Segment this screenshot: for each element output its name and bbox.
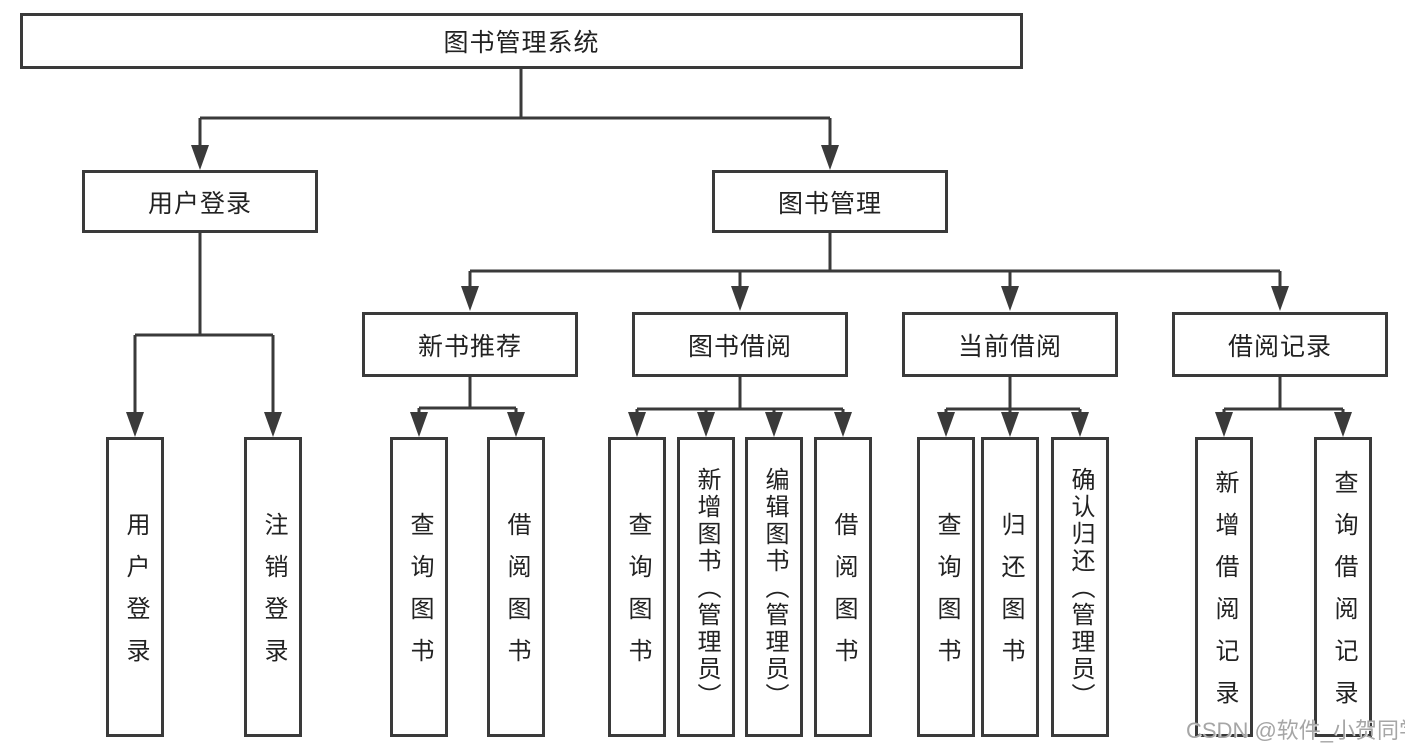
node-current-borrowing: 当前借阅 (902, 312, 1118, 377)
arrowhead-icon (1271, 286, 1289, 311)
node-label: 图书借阅 (687, 332, 792, 361)
leaf-user-login: 用户登录 (106, 437, 164, 737)
leaf-query-borrow-record: 查询借阅记录 (1314, 437, 1372, 737)
node-label: 确认归还（管理员） (1067, 467, 1094, 710)
arrowhead-icon (765, 412, 783, 437)
arrowhead-icon (697, 412, 715, 437)
node-label: 图书管理 (777, 189, 882, 218)
leaf-return-book: 归还图书 (981, 437, 1039, 737)
leaf-query-books-current: 查询图书 (917, 437, 975, 737)
node-label: 查询图书 (624, 512, 651, 680)
node-user-login: 用户登录 (82, 170, 318, 233)
arrowhead-icon (834, 412, 852, 437)
node-label: 编辑图书（管理员） (761, 467, 788, 710)
node-label: 查询借阅记录 (1330, 470, 1357, 722)
arrowhead-icon (264, 412, 282, 437)
node-borrowing-records: 借阅记录 (1172, 312, 1388, 377)
arrowhead-icon (821, 145, 839, 170)
node-label: 归还图书 (997, 512, 1024, 680)
arrowhead-icon (410, 412, 428, 437)
arrowhead-icon (1334, 412, 1352, 437)
arrowhead-icon (461, 286, 479, 311)
leaf-add-borrow-record: 新增借阅记录 (1195, 437, 1253, 737)
csdn-watermark: CSDN @软件_小贺同学 (1186, 718, 1405, 743)
arrowhead-icon (507, 412, 525, 437)
node-book-management: 图书管理 (712, 170, 948, 233)
node-label: 查询图书 (933, 512, 960, 680)
arrowhead-icon (1071, 412, 1089, 437)
node-book-borrowing: 图书借阅 (632, 312, 848, 377)
node-label: 新书推荐 (417, 332, 522, 361)
node-label: 查询图书 (406, 512, 433, 680)
arrowhead-icon (1215, 412, 1233, 437)
leaf-logout: 注销登录 (244, 437, 302, 737)
node-label: 图书管理系统 (443, 29, 600, 57)
leaf-confirm-return-admin: 确认归还（管理员） (1051, 437, 1109, 737)
arrowhead-icon (1001, 286, 1019, 311)
arrowhead-icon (191, 145, 209, 170)
arrowhead-icon (1001, 412, 1019, 437)
arrowhead-icon (937, 412, 955, 437)
leaf-query-books-borrow: 查询图书 (608, 437, 666, 737)
leaf-query-books-recommend: 查询图书 (390, 437, 448, 737)
arrowheads (126, 145, 1352, 437)
leaf-borrow-books-recommend: 借阅图书 (487, 437, 545, 737)
node-label: 新增借阅记录 (1211, 470, 1238, 722)
arrowhead-icon (628, 412, 646, 437)
node-root-system: 图书管理系统 (20, 13, 1023, 69)
node-label: 新增图书（管理员） (693, 467, 720, 710)
leaf-edit-book-admin: 编辑图书（管理员） (745, 437, 803, 737)
node-label: 当前借阅 (957, 332, 1062, 361)
leaf-add-book-admin: 新增图书（管理员） (677, 437, 735, 737)
node-label: 借阅记录 (1227, 332, 1332, 361)
node-label: 用户登录 (122, 512, 149, 680)
node-new-book-recommend: 新书推荐 (362, 312, 578, 377)
arrowhead-icon (126, 412, 144, 437)
node-label: 注销登录 (260, 512, 287, 680)
node-label: 借阅图书 (503, 512, 530, 680)
node-label: 用户登录 (147, 189, 252, 218)
leaf-borrow-book: 借阅图书 (814, 437, 872, 737)
arrowhead-icon (731, 286, 749, 311)
node-label: 借阅图书 (830, 512, 857, 680)
